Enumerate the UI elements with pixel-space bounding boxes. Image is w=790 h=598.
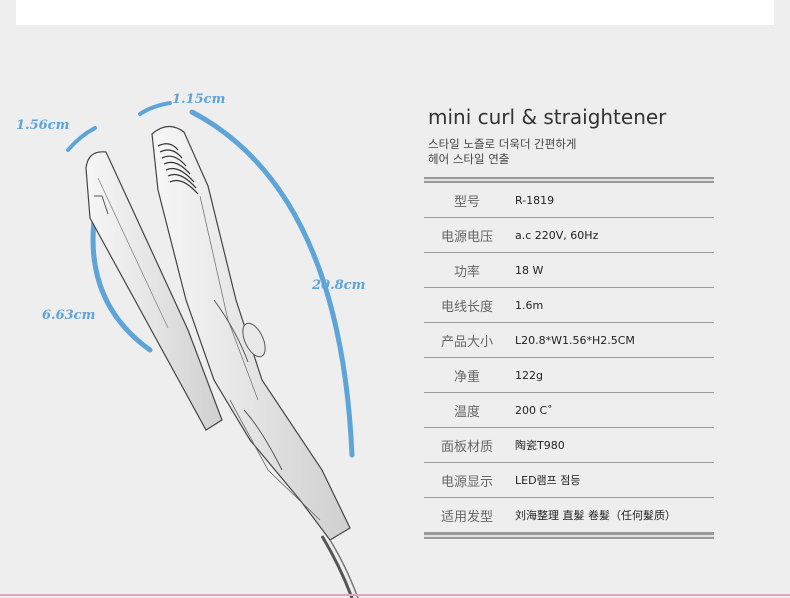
spec-row: 温度 200 C˚ (424, 393, 714, 428)
spec-value: L20.8*W1.56*H2.5CM (515, 333, 635, 347)
dimension-label-top-width: 1.15cm (172, 92, 226, 107)
top-white-bar (16, 0, 774, 25)
spec-label: 型号 (453, 194, 480, 210)
spec-label: 面板材质 (440, 439, 493, 455)
product-subtitle: 스타일 노즐로 더욱더 간편하게 헤어 스타일 연출 (428, 137, 577, 167)
spec-value: R-1819 (515, 193, 555, 207)
back-arm (85, 151, 223, 431)
spec-value: LED램프 점등 (515, 474, 581, 487)
product-title: mini curl & straightener (428, 105, 667, 129)
dimension-label-length: 20.8cm (312, 278, 366, 293)
spec-value: a.c 220V, 60Hz (515, 228, 599, 242)
spec-row: 电线长度 1.6m (424, 288, 714, 323)
spec-label: 电源显示 (440, 474, 493, 490)
spec-row: 产品大小 L20.8*W1.56*H2.5CM (424, 323, 714, 358)
spec-row: 功率 18 W (424, 253, 714, 288)
product-illustration (66, 101, 359, 598)
power-button (242, 322, 266, 358)
spec-value: 200 C˚ (515, 403, 553, 417)
spec-table: 型号 R-1819 电源电压 a.c 220V, 60Hz 功率 18 W 电线… (424, 177, 714, 539)
spec-table-top-rule (424, 177, 714, 183)
subtitle-line-2: 헤어 스타일 연출 (428, 152, 510, 166)
spec-row: 型号 R-1819 (424, 183, 714, 218)
spec-value: 18 W (515, 263, 544, 277)
spec-label: 电源电压 (440, 229, 493, 245)
plate-dimension-arc (90, 203, 153, 353)
spec-row: 净重 122g (424, 358, 714, 393)
spec-label: 功率 (453, 264, 480, 280)
power-cord (320, 535, 354, 598)
spec-label: 净重 (453, 369, 480, 385)
spec-value: 刘海整理 直髮 卷髮（任何髮质） (515, 509, 676, 522)
left-width-dimension-arc (66, 126, 97, 152)
bottom-accent-line (0, 594, 790, 596)
front-arm (151, 125, 351, 541)
spec-row: 适用发型 刘海整理 直髮 卷髮（任何髮质） (424, 498, 714, 533)
length-dimension-arc (189, 109, 355, 458)
spec-row: 电源电压 a.c 220V, 60Hz (424, 218, 714, 253)
spec-row: 面板材质 陶瓷T980 (424, 428, 714, 463)
spec-value: 1.6m (515, 298, 544, 312)
spec-value: 陶瓷T980 (515, 439, 565, 452)
spec-table-bottom-rule (424, 533, 714, 539)
dimension-label-plate-length: 6.63cm (42, 308, 96, 323)
spec-row: 电源显示 LED램프 점등 (424, 463, 714, 498)
spec-label: 产品大小 (440, 334, 493, 350)
subtitle-line-1: 스타일 노즐로 더욱더 간편하게 (428, 137, 577, 151)
spec-label: 电线长度 (440, 299, 493, 315)
dimension-label-left-width: 1.56cm (16, 118, 70, 133)
spec-label: 温度 (453, 404, 480, 420)
spec-value: 122g (515, 368, 543, 382)
spec-label: 适用发型 (440, 509, 493, 525)
top-width-dimension-arc (138, 101, 172, 116)
plate-ridges (157, 143, 199, 195)
